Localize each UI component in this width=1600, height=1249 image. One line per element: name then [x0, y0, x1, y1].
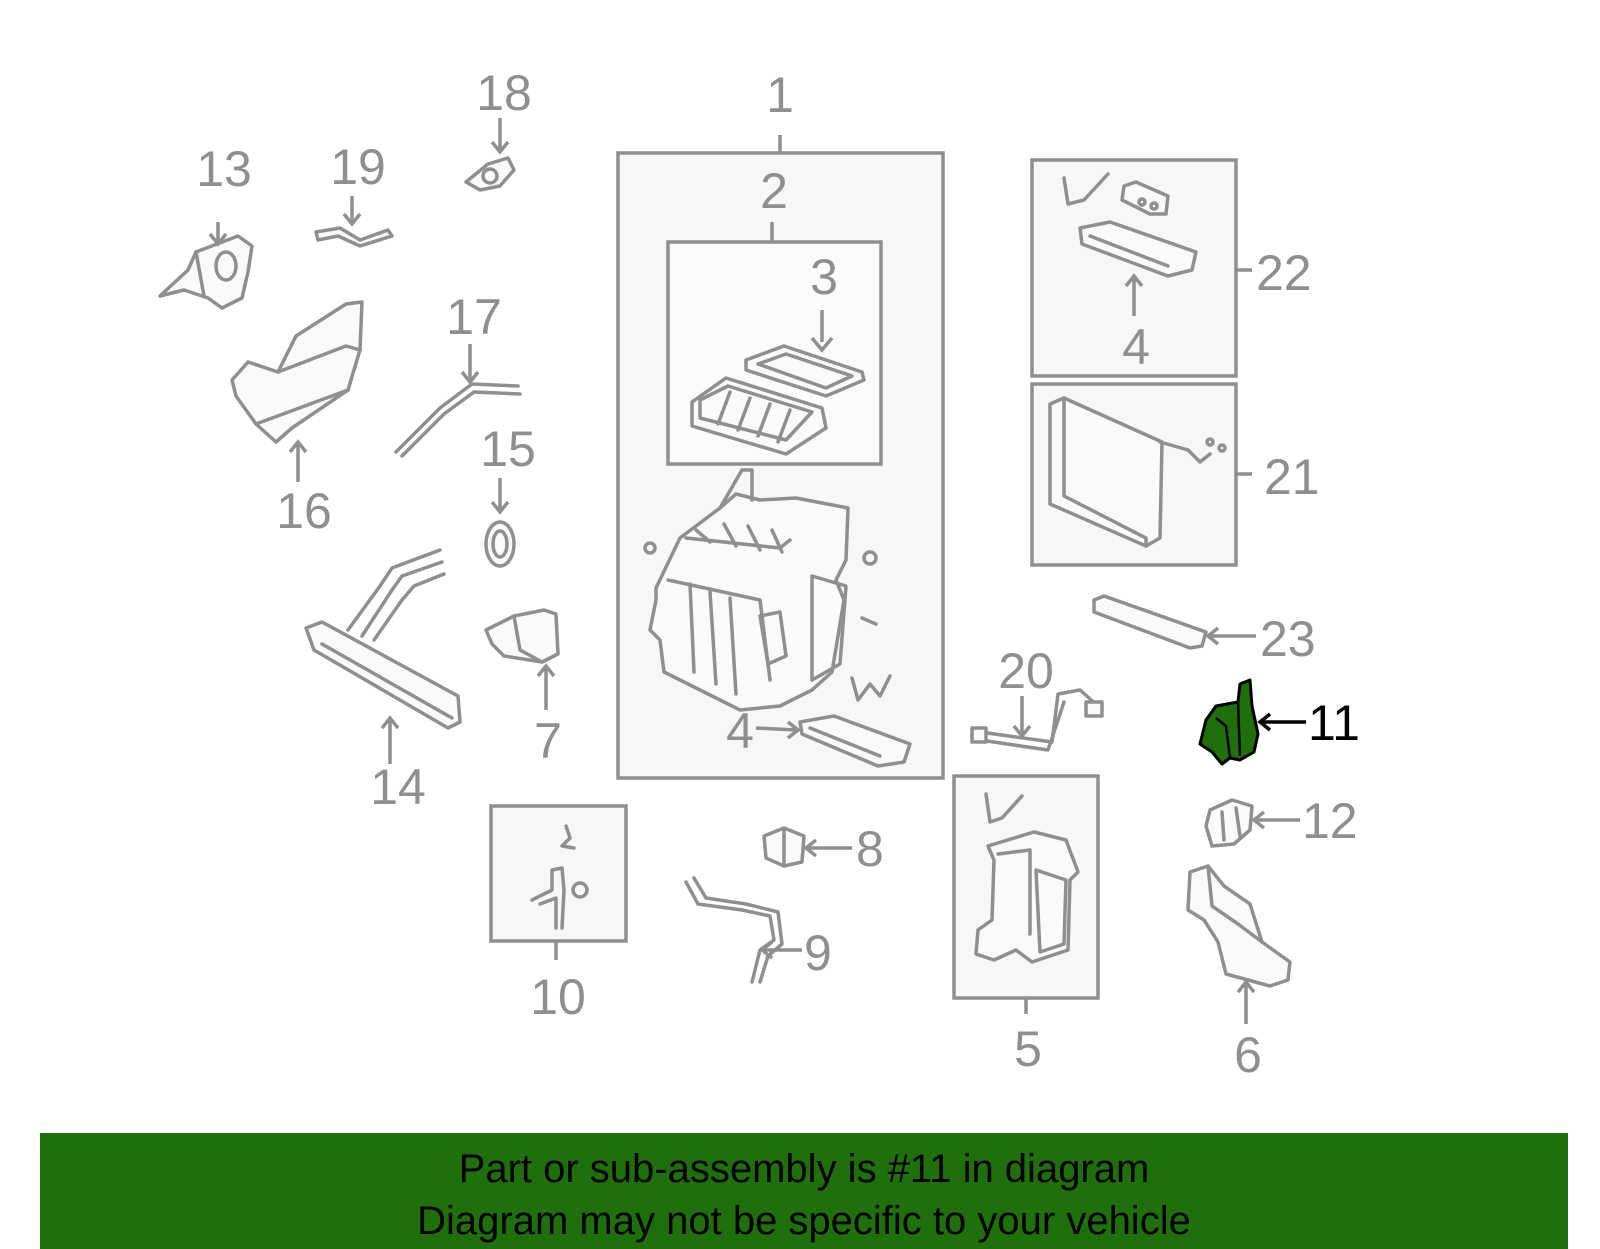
- callout-13: 13: [196, 141, 252, 197]
- part-7-duct: [484, 608, 560, 664]
- part-17-rod: [394, 382, 522, 458]
- callout-22: 22: [1256, 245, 1312, 301]
- callout-4-upper: 4: [1122, 319, 1150, 375]
- callout-3: 3: [810, 249, 838, 305]
- callout-9: 9: [804, 925, 832, 981]
- part-4-tray-lower: [798, 714, 912, 768]
- part-19-clip: [314, 226, 394, 248]
- part-18-sensor: [464, 156, 516, 192]
- part-10-link: [530, 824, 589, 930]
- callout-6: 6: [1234, 1027, 1262, 1083]
- callout-14: 14: [370, 759, 426, 815]
- part-2-filter: [690, 376, 828, 456]
- part-13-bracket: [158, 234, 254, 310]
- callout-4-lower: 4: [726, 703, 754, 759]
- callout-18: 18: [476, 65, 532, 121]
- part-20-harness: [970, 688, 1104, 752]
- callout-labels: 1 2 3 4 4 5 6 7 8 9 10 11 12 13 14 15 16…: [196, 65, 1360, 1083]
- callout-21: 21: [1264, 449, 1320, 505]
- part-16-duct: [230, 300, 364, 444]
- callout-17: 17: [446, 289, 502, 345]
- banner-line-2: Diagram may not be specific to your vehi…: [417, 1199, 1191, 1243]
- callout-7: 7: [534, 713, 562, 769]
- callout-20: 20: [998, 643, 1054, 699]
- callout-15: 15: [480, 421, 536, 477]
- part-9-rod: [684, 876, 784, 984]
- callout-16: 16: [276, 483, 332, 539]
- part-8-clip: [762, 826, 806, 868]
- part-15-grommet: [484, 520, 516, 568]
- callout-5: 5: [1014, 1021, 1042, 1077]
- callout-11: 11: [1308, 695, 1360, 751]
- part-14-heater-core: [304, 548, 462, 730]
- callout-19: 19: [330, 139, 386, 195]
- leader-lines: [208, 118, 1306, 1024]
- callout-12: 12: [1302, 793, 1358, 849]
- banner-line-1: Part or sub-assembly is #11 in diagram: [458, 1147, 1150, 1191]
- part-3-filter: [744, 344, 866, 398]
- assembly-box-10: [489, 804, 628, 943]
- part-12-bracket: [1204, 798, 1254, 848]
- part-22-tray: [1062, 172, 1198, 278]
- part-1-hvac-unit: [643, 468, 892, 712]
- callout-23: 23: [1260, 611, 1316, 667]
- callout-8: 8: [856, 821, 884, 877]
- callout-1: 1: [766, 67, 794, 123]
- part-21-evaporator: [1048, 396, 1227, 548]
- info-banner: Part or sub-assembly is #11 in diagram D…: [40, 1133, 1568, 1249]
- callout-10: 10: [530, 969, 586, 1025]
- part-6-duct: [1186, 864, 1292, 988]
- part-11-actuator-highlighted: [1198, 678, 1260, 766]
- part-5-duct: [974, 792, 1080, 964]
- part-23-strip: [1092, 594, 1208, 650]
- callout-2: 2: [760, 163, 788, 219]
